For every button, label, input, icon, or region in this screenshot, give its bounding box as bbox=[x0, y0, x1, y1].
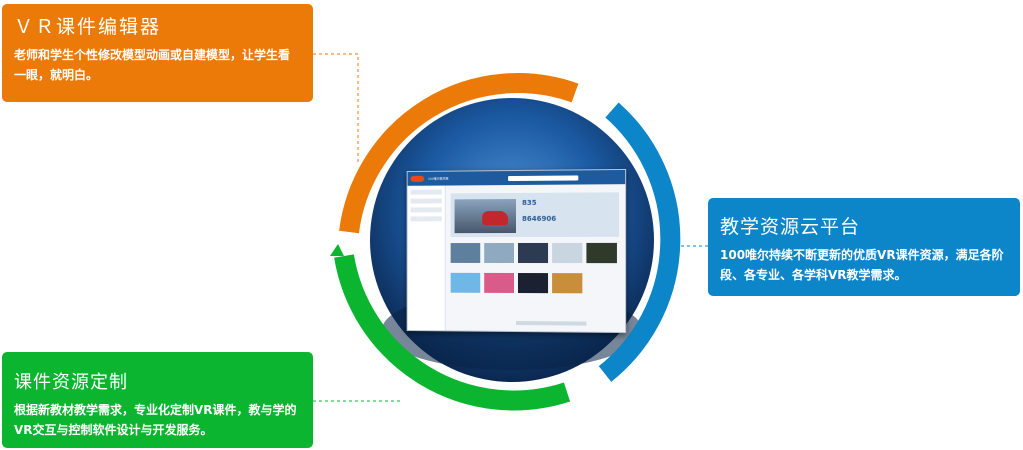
screenshot-search bbox=[507, 174, 579, 181]
platform-screenshot: 100唯尔教育网 835 8646906 bbox=[406, 168, 627, 334]
vr-editor-title: ＶＲ课件编辑器 bbox=[14, 16, 162, 38]
vr-editor-desc: 老师和学生个性修改模型动画或自建模型，让学生看一眼，就明白。 bbox=[14, 48, 291, 82]
cloud-platform-card: 教学资源云平台 100唯尔持续不断更新的优质VR课件资源，满足各阶段、各专业、各… bbox=[708, 198, 1020, 296]
connector-orange bbox=[313, 53, 359, 165]
screenshot-banner: 835 8646906 bbox=[450, 192, 619, 238]
custom-resources-title: 课件资源定制 bbox=[14, 372, 128, 393]
cloud-platform-title: 教学资源云平台 bbox=[720, 216, 861, 238]
vr-editor-card: ＶＲ课件编辑器 老师和学生个性修改模型动画或自建模型，让学生看一眼，就明白。 bbox=[2, 4, 313, 102]
screenshot-pager bbox=[515, 321, 587, 326]
site-name: 100唯尔教育网 bbox=[428, 176, 449, 181]
custom-resources-desc: 根据新教材教学需求，专业化定制VR课件，教与学的VR交互与控制软件设计与开发服务… bbox=[14, 403, 297, 437]
orange-arc bbox=[339, 73, 579, 234]
screenshot-thumbnails bbox=[450, 242, 621, 300]
screenshot-topbar: 100唯尔教育网 bbox=[407, 169, 626, 186]
stat-1: 835 bbox=[521, 198, 537, 207]
custom-resources-card: 课件资源定制 根据新教材教学需求，专业化定制VR课件，教与学的VR交互与控制软件… bbox=[2, 352, 313, 448]
green-arc bbox=[334, 254, 571, 411]
screenshot-sidebar bbox=[407, 185, 446, 331]
site-logo bbox=[410, 175, 425, 182]
cloud-platform-desc: 100唯尔持续不断更新的优质VR课件资源，满足各阶段、各专业、各学科VR教学需求… bbox=[720, 248, 1004, 282]
stat-2: 8646906 bbox=[521, 214, 557, 223]
blue-arc bbox=[598, 102, 681, 382]
car-image bbox=[454, 198, 516, 234]
